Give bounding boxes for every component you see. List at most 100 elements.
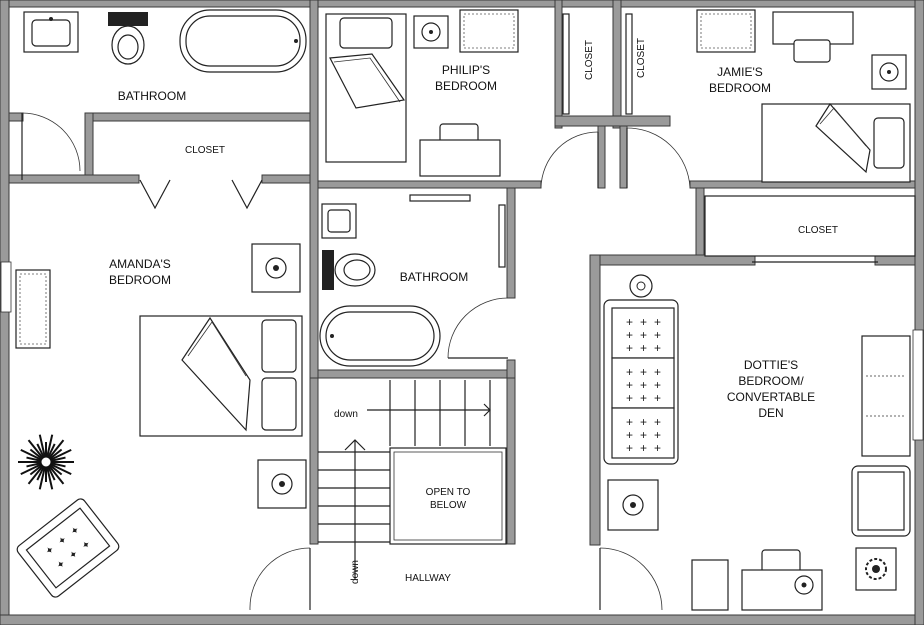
rcloset-left-wall [695, 187, 705, 259]
svg-text:+: + [640, 428, 647, 442]
svg-text:+: + [626, 441, 633, 455]
label-jamie-1: JAMIE'S [717, 65, 763, 79]
bath-bottom-wall [84, 112, 313, 122]
svg-text:+: + [640, 365, 647, 379]
outer-wall-left [0, 0, 10, 625]
philip-right-wall [554, 0, 563, 129]
side-table-dottie [629, 274, 653, 298]
jamie-furniture [696, 9, 911, 183]
label-bathroom-mid: BATHROOM [400, 270, 468, 284]
philip-furniture [325, 9, 519, 177]
bookcase-dottie [861, 335, 911, 457]
svg-text:+: + [654, 341, 661, 355]
label-philip-2: BEDROOM [435, 79, 497, 93]
label-down-upper: down [334, 409, 358, 420]
svg-text:+: + [626, 328, 633, 342]
bathroom-top-fixtures [21, 9, 307, 180]
svg-text:+: + [640, 441, 647, 455]
label-philip-1: PHILIP'S [442, 63, 490, 77]
svg-text:+: + [654, 428, 661, 442]
closet-stub-1 [597, 125, 606, 189]
closet-bottom-wall-mid [554, 115, 671, 127]
svg-text:+: + [626, 378, 633, 392]
chair-jamie [793, 39, 831, 63]
label-dottie-2: BEDROOM/ [738, 374, 804, 388]
closet-left-wall [84, 112, 94, 182]
label-dottie-4: DEN [758, 406, 783, 420]
label-amanda-2: BEDROOM [109, 273, 171, 287]
label-closet-v2: CLOSET [636, 38, 647, 78]
room-labels: BATHROOM CLOSET PHILIP'S BEDROOM CLOSET … [109, 38, 838, 584]
label-bathroom-top: BATHROOM [118, 89, 186, 103]
dresser-amanda [15, 269, 51, 349]
label-amanda-1: AMANDA'S [109, 257, 171, 271]
desk-philip [419, 139, 501, 177]
closet-right-fixtures [704, 195, 916, 263]
closet-vertical-doors [540, 13, 691, 189]
closet-stub-2 [619, 125, 628, 189]
bath2-right-wall [506, 187, 516, 299]
dresser-jamie [696, 9, 756, 53]
label-open-1: OPEN TO [426, 487, 471, 498]
dresser-philip [459, 9, 519, 53]
label-closet-right: CLOSET [798, 225, 838, 236]
svg-text:+: + [626, 391, 633, 405]
svg-text:+: + [654, 378, 661, 392]
stairs [318, 380, 507, 580]
label-jamie-2: BEDROOM [709, 81, 771, 95]
svg-text:+: + [626, 365, 633, 379]
bath-left-bottom-wall [8, 112, 24, 122]
svg-text:+: + [654, 391, 661, 405]
svg-text:+: + [626, 341, 633, 355]
svg-text:+: + [640, 315, 647, 329]
outer-wall-bottom [0, 614, 924, 625]
label-down-lower: down [350, 560, 361, 584]
closet-doors [139, 179, 263, 210]
cabinet-dottie [691, 559, 729, 611]
svg-text:+: + [654, 315, 661, 329]
bath2-bottom-wall [317, 369, 516, 379]
bath2-right-wall-low [506, 359, 516, 381]
svg-text:+: + [626, 428, 633, 442]
label-open-2: BELOW [430, 500, 467, 511]
dottie-furniture: ++++++++++++++++++++++++++++++++++++ [603, 274, 911, 611]
closet-mid-wall [612, 0, 622, 129]
hallway-doors [249, 547, 663, 611]
philip-bottom-wall [317, 180, 542, 189]
window-amanda [0, 261, 12, 313]
svg-text:+: + [654, 365, 661, 379]
bathroom-mid-fixtures [319, 194, 509, 367]
svg-text:+: + [640, 391, 647, 405]
svg-text:+: + [640, 341, 647, 355]
svg-text:+: + [640, 415, 647, 429]
desk-jamie [772, 11, 854, 45]
label-closet-top: CLOSET [185, 145, 225, 156]
svg-text:+: + [640, 328, 647, 342]
stair-left-wall [309, 377, 319, 545]
svg-text:+: + [640, 378, 647, 392]
toilet-tank-mid [322, 250, 334, 290]
label-dottie-1: DOTTIE'S [744, 358, 798, 372]
bath-right-wall [309, 0, 319, 381]
toilet-tank [108, 12, 148, 26]
window-dottie [912, 329, 924, 441]
stair-right-wall [506, 377, 516, 545]
dottie-left-wall [589, 254, 601, 546]
closet-bottom-wall [8, 174, 140, 184]
svg-text:+: + [626, 315, 633, 329]
outer-wall-top [0, 0, 924, 8]
svg-text:+: + [654, 415, 661, 429]
label-hallway: HALLWAY [405, 573, 451, 584]
amanda-furniture: ✦✦✦ ✦✦✦ [15, 243, 307, 598]
label-dottie-3: CONVERTABLE [727, 390, 815, 404]
open-to-below [389, 447, 507, 545]
armchair-amanda: ✦✦✦ ✦✦✦ [16, 498, 120, 598]
outer-wall-right [914, 0, 924, 625]
label-closet-v1: CLOSET [584, 40, 595, 80]
svg-text:+: + [654, 328, 661, 342]
svg-text:+: + [626, 415, 633, 429]
closet-bottom-wall-2 [261, 174, 318, 184]
plant-icon [18, 434, 74, 490]
svg-text:+: + [654, 441, 661, 455]
